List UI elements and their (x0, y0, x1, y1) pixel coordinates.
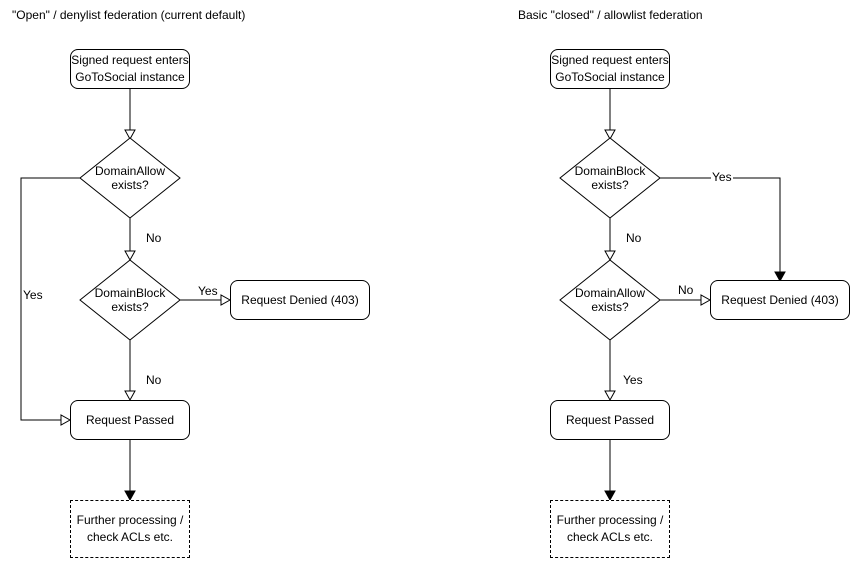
left-decision2-diamond (79, 259, 181, 341)
arrowhead-open-icon (60, 414, 72, 426)
left-decision1-yes-label: Yes (22, 288, 44, 302)
arrowhead-open-icon (220, 294, 232, 306)
right-further-node: Further processing / check ACLs etc. (550, 500, 670, 558)
right-passed-node-label: Request Passed (565, 412, 655, 427)
arrowhead-filled-icon (124, 490, 136, 502)
right-passed-node: Request Passed (550, 400, 670, 440)
arrowhead-open-icon (604, 390, 616, 402)
left-further-node-line2: check ACLs etc. (86, 530, 174, 544)
arrowhead-open-icon (604, 129, 616, 141)
right-decision1-no-label: No (625, 231, 643, 245)
left-decision2-no-label: No (145, 373, 163, 387)
arrowhead-open-icon (124, 390, 136, 402)
left-further-node: Further processing / check ACLs etc. (70, 500, 190, 558)
right-chart-edges (559, 89, 786, 502)
right-decision2-no-label: No (677, 283, 695, 297)
arrowhead-open-icon (700, 294, 712, 306)
left-decision1-diamond (79, 137, 181, 219)
left-denied-node: Request Denied (403) (230, 280, 370, 320)
arrowhead-open-icon (124, 250, 136, 262)
right-decision2-diamond (559, 259, 661, 341)
left-further-node-line1: Further processing / (76, 513, 184, 527)
right-start-node: Signed request enters GoToSocial instanc… (550, 49, 670, 89)
right-further-node-line1: Further processing / (556, 513, 664, 527)
right-further-node-line2: check ACLs etc. (566, 530, 654, 544)
right-denied-node: Request Denied (403) (710, 280, 850, 320)
arrowhead-open-icon (124, 129, 136, 141)
right-decision1-diamond (559, 137, 661, 219)
left-passed-node: Request Passed (70, 400, 190, 440)
arrowhead-filled-icon (774, 271, 786, 283)
right-decision1-yes-label: Yes (711, 170, 733, 184)
arrowhead-open-icon (604, 250, 616, 262)
arrowhead-filled-icon (604, 490, 616, 502)
right-decision2-yes-label: Yes (622, 373, 644, 387)
left-decision1-no-label: No (145, 231, 163, 245)
left-edge-decision1-yes (20, 177, 80, 421)
left-denied-node-label: Request Denied (403) (241, 292, 359, 307)
left-chart-edges (20, 89, 232, 502)
left-start-node: Signed request enters GoToSocial instanc… (70, 49, 190, 89)
left-start-node-line2: GoToSocial instance (75, 70, 185, 84)
left-start-node-line1: Signed request enters (71, 53, 189, 67)
right-start-node-line2: GoToSocial instance (555, 70, 665, 84)
right-start-node-line1: Signed request enters (551, 53, 669, 67)
left-passed-node-label: Request Passed (85, 412, 175, 427)
left-chart-title: "Open" / denylist federation (current de… (12, 8, 246, 22)
right-denied-node-label: Request Denied (403) (721, 292, 839, 307)
right-chart-title: Basic "closed" / allowlist federation (518, 8, 703, 22)
left-decision2-yes-label: Yes (197, 284, 219, 298)
right-edge-decision1-yes (660, 177, 781, 272)
